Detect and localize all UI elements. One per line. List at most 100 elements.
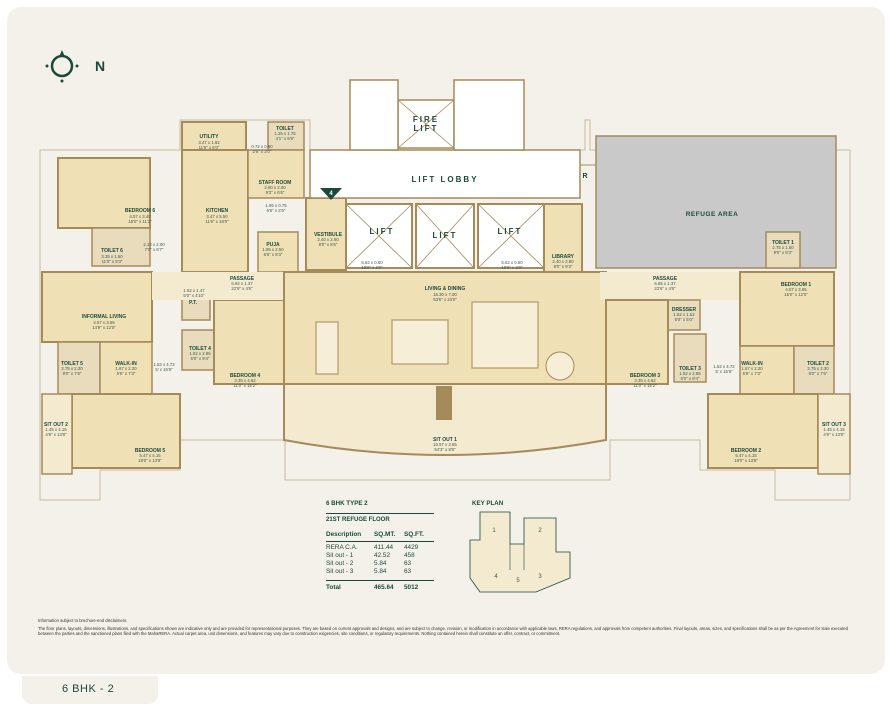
toilet1-area [765,231,801,269]
table-row: Sit out - 1 42.52 458 [326,552,434,560]
sitout1-dim1: 16.57 x 2.65 [433,442,457,447]
sitout2-label: SIT OUT 2 [44,422,68,428]
small-top-dim1: 0.72 x 0.90 [251,144,273,149]
lift-a-label: LIFT [370,227,395,236]
utility-label: UTILITY [200,134,220,140]
sitout3-dim2: 4'9" x 13'8" [823,432,845,437]
table-row: Sit out - 3 5.84 63 [326,568,434,576]
passage-left-label: PASSAGE [230,276,255,282]
refuge-door [580,164,597,181]
bedroom5-dim1: 5.47 x 4.15 [139,453,161,458]
sitout3-area [817,393,851,475]
dining-table [315,321,339,375]
informal-living-dim1: 4.57 x 3.65 [93,320,115,325]
section-marker-icon [320,188,342,200]
area-table-title: 6 BHK TYPE 2 [326,500,368,507]
cell: 5.84 [374,568,387,575]
staff-room-area [247,149,305,199]
refuge-label: REFUGE AREA [686,211,739,218]
toilet4-dim1: 1.52 x 2.85 [189,351,211,356]
pt-dim2: 5'0" x 4'10" [183,293,205,298]
small-top-dim2: 2'5" x 3'0" [253,149,272,154]
library-dim2: 8'0" x 9'3" [554,264,573,269]
walkin-right-dim2: 5'6" x 7'3" [743,371,762,376]
toilet-top-dim1: 1.25 x 1.75 [274,131,296,136]
bedroom4-label: BEDROOM 4 [230,373,261,379]
passage-left-dim1: 6.92 x 1.37 [231,281,253,286]
toilet3-label: TOILET 3 [679,366,701,372]
puja-label: PUJA [266,242,280,248]
vestibule-dim1: 2.40 x 2.60 [317,237,339,242]
cell: Sit out - 2 [326,560,354,567]
walkin-left2-dim2: 5' x 15'6" [155,367,173,372]
disclaimer-line2: The floor plans, layouts, dimensions, il… [38,626,848,637]
table-row: RERA C.A. 411.44 4429 [326,544,434,552]
header-sqft: SQ.FT. [404,531,424,538]
library-dim1: 2.40 x 2.80 [552,259,574,264]
cell: 42.52 [374,552,390,559]
unit-tag: 6 BHK - 2 [22,676,158,704]
walkin-right2-dim2: 5' x 15'6" [715,369,733,374]
utility-dim2: 11'6" x 6'0" [199,145,220,150]
sitout3-label: SIT OUT 3 [822,422,846,428]
bedroom4-dim2: 11'0" x 15'2" [233,383,257,388]
toilet3-dim1: 1.52 x 2.85 [679,371,701,376]
toilet2-dim2: 9'0" x 7'6" [809,371,828,376]
sitout1-dim2: 54'3" x 8'8" [434,447,456,452]
toilet3-area [673,333,707,383]
key-plan-label-2: 2 [538,528,542,534]
cell: 63 [404,568,412,575]
area-table-header: Description SQ.MT. SQ.FT. [326,531,434,542]
lift-a-dim2: 18'6" x 2'0" [361,265,383,270]
passage-right-area [600,272,740,300]
cell: 5012 [404,584,419,591]
bedroom1-dim1: 4.57 x 3.65 [785,287,807,292]
key-plan-label-3: 3 [538,574,542,580]
cell: 5.84 [374,560,387,567]
walkin-left-dim1: 1.67 x 2.20 [115,366,137,371]
toilet4-dim2: 5'0" x 9'4" [191,356,210,361]
cell: 63 [404,560,412,567]
toilet2-label: TOILET 2 [807,361,829,367]
passage-right-dim1: 6.85 x 1.37 [654,281,676,286]
bedroom3-dim1: 3.35 x 4.62 [634,378,656,383]
passage-left-dim2: 22'9" x 4'6" [231,286,253,291]
vestibule-dim2: 8'0" x 8'6" [319,242,338,247]
cell: Sit out - 3 [326,568,354,575]
table-row: Sit out - 2 5.84 63 [326,560,434,568]
walkin-left-area [99,341,153,395]
bedroom5-dim2: 18'0" x 13'8" [138,458,162,463]
puja-dim2: 6'6" x 8'3" [264,252,283,257]
staff-room-dim1: 2.80 x 2.00 [264,185,286,190]
library-label: LIBRARY [552,254,575,260]
puja-area [257,231,299,273]
walkin-right-label: WALK-IN [741,361,763,367]
toilet3-dim2: 5'0" x 9'4" [681,376,700,381]
stair-left [349,79,399,151]
compass-icon [44,48,80,89]
dresser-label: DRESSER [672,307,697,313]
bedroom3-label: BEDROOM 3 [630,373,661,379]
pt-label: P.T. [189,300,198,306]
sitout1-column [436,386,452,420]
bedroom4-dim1: 3.35 x 4.62 [234,378,256,383]
sitout3-dim1: 1.45 x 4.15 [823,427,845,432]
bedroom2-label: BEDROOM 2 [731,448,762,454]
informal-living-area [41,271,153,343]
walkin-left-dim2: 5'6" x 7'3" [117,371,136,376]
bedroom5-area [71,393,181,469]
lift-lobby-label: LIFT LOBBY [411,175,478,184]
toilet4-area [181,329,215,371]
staff-room-dim2: 9'3" x 6'6" [266,190,285,195]
walkin-right-area [739,345,795,395]
passage-right-dim2: 22'6" x 4'6" [654,286,676,291]
staff-room-label: STAFF ROOM [259,180,292,186]
living-dim1: 16.30 x 7.00 [433,292,457,297]
toilet6-area [91,227,151,267]
sofa-set [391,319,449,365]
bedroom6-dim2: 15'0" x 11'2" [128,219,152,224]
refuge-r-label: R [582,173,587,180]
living-label: LIVING & DINING [425,286,466,292]
toilet5-label: TOILET 5 [61,361,83,367]
